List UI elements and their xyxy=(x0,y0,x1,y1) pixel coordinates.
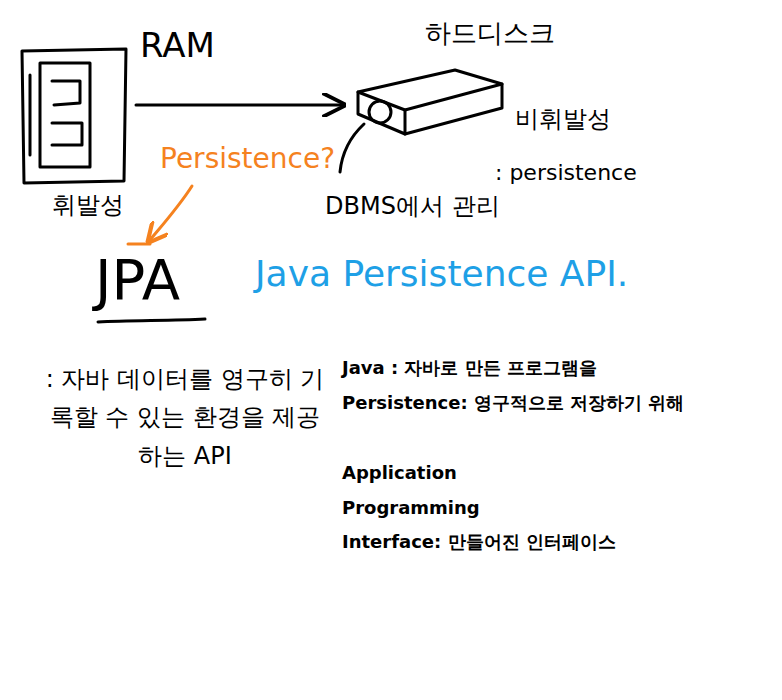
leader-arrow xyxy=(150,186,192,240)
sketch-stroke xyxy=(22,49,126,183)
explanation-line: Interface: 만들어진 인터페이스 xyxy=(342,531,616,553)
explanation-line: Persistence: 영구적으로 저장하기 위해 xyxy=(342,392,684,414)
sketch-stroke xyxy=(405,84,502,134)
explanation-line: Application xyxy=(342,462,457,484)
expansion-note: Java Persistence API. xyxy=(255,252,628,295)
sketch-stroke xyxy=(29,75,32,155)
flow-arrow xyxy=(136,104,344,107)
sketch-stroke xyxy=(340,124,364,172)
explanation-line: Java : 자바로 만든 프로그램을 xyxy=(342,357,597,379)
property-note: : persistence xyxy=(495,160,637,186)
hard-disk-icon: 하드디스크비휘발성: persistenceDBMS에서 관리 xyxy=(350,62,510,152)
sketch-stroke xyxy=(358,70,502,110)
explanation-line: Programming xyxy=(342,497,480,519)
property-note: 휘발성 xyxy=(52,191,124,220)
ram-icon: RAM휘발성 xyxy=(18,45,130,185)
component-label: RAM xyxy=(140,25,215,66)
underline xyxy=(98,319,205,322)
sketch-stroke xyxy=(369,101,391,123)
property-note: 비휘발성 xyxy=(515,105,611,134)
definition-note: : 자바 데이터를 영구히 기록할 수 있는 환경을 제공하는 API xyxy=(40,360,330,475)
management-note: DBMS에서 관리 xyxy=(325,192,500,221)
sketch-stroke xyxy=(52,81,80,105)
leader-tick xyxy=(128,243,150,246)
sketch-icon xyxy=(18,45,130,185)
component-label: 하드디스크 xyxy=(425,18,555,49)
heading: JPA xyxy=(95,252,180,308)
sketch-stroke xyxy=(40,63,90,167)
sketch-icon xyxy=(350,62,510,152)
sketch-stroke xyxy=(358,92,405,134)
question-note: Persistence? xyxy=(160,142,335,176)
sketch-stroke xyxy=(52,123,82,145)
